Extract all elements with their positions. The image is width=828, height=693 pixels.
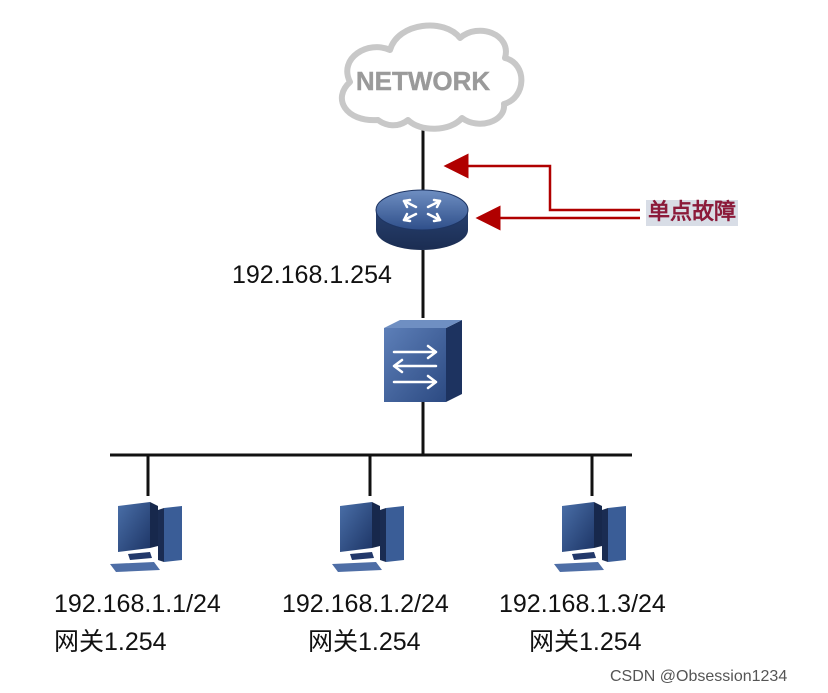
single-point-failure-label: 单点故障: [646, 200, 739, 226]
host-2-ip-label: 192.168.1.2/24: [282, 590, 449, 618]
computer-icon: [554, 502, 626, 572]
arrow-to-link: [443, 153, 640, 212]
computer-icon: [332, 502, 404, 572]
computer-icon: [110, 502, 182, 572]
host-3-gateway-label: 网关1.254: [529, 628, 642, 656]
router-ip-label: 192.168.1.254: [232, 261, 392, 289]
host-pc-2: [332, 502, 404, 572]
host-pc-3: [554, 502, 626, 572]
host-3-ip-label: 192.168.1.3/24: [499, 590, 666, 618]
host-1-gateway-label: 网关1.254: [54, 628, 167, 656]
host-1-ip-label: 192.168.1.1/24: [54, 590, 221, 618]
switch-icon: [384, 320, 462, 402]
cloud-icon: NETWORK: [338, 22, 525, 132]
failure-arrows: [443, 153, 640, 231]
cloud-label: NETWORK: [356, 66, 491, 96]
host-2-gateway-label: 网关1.254: [308, 628, 421, 656]
watermark: CSDN @Obsession1234: [610, 668, 788, 685]
router-icon: [375, 189, 469, 250]
host-pc-1: [110, 502, 182, 572]
